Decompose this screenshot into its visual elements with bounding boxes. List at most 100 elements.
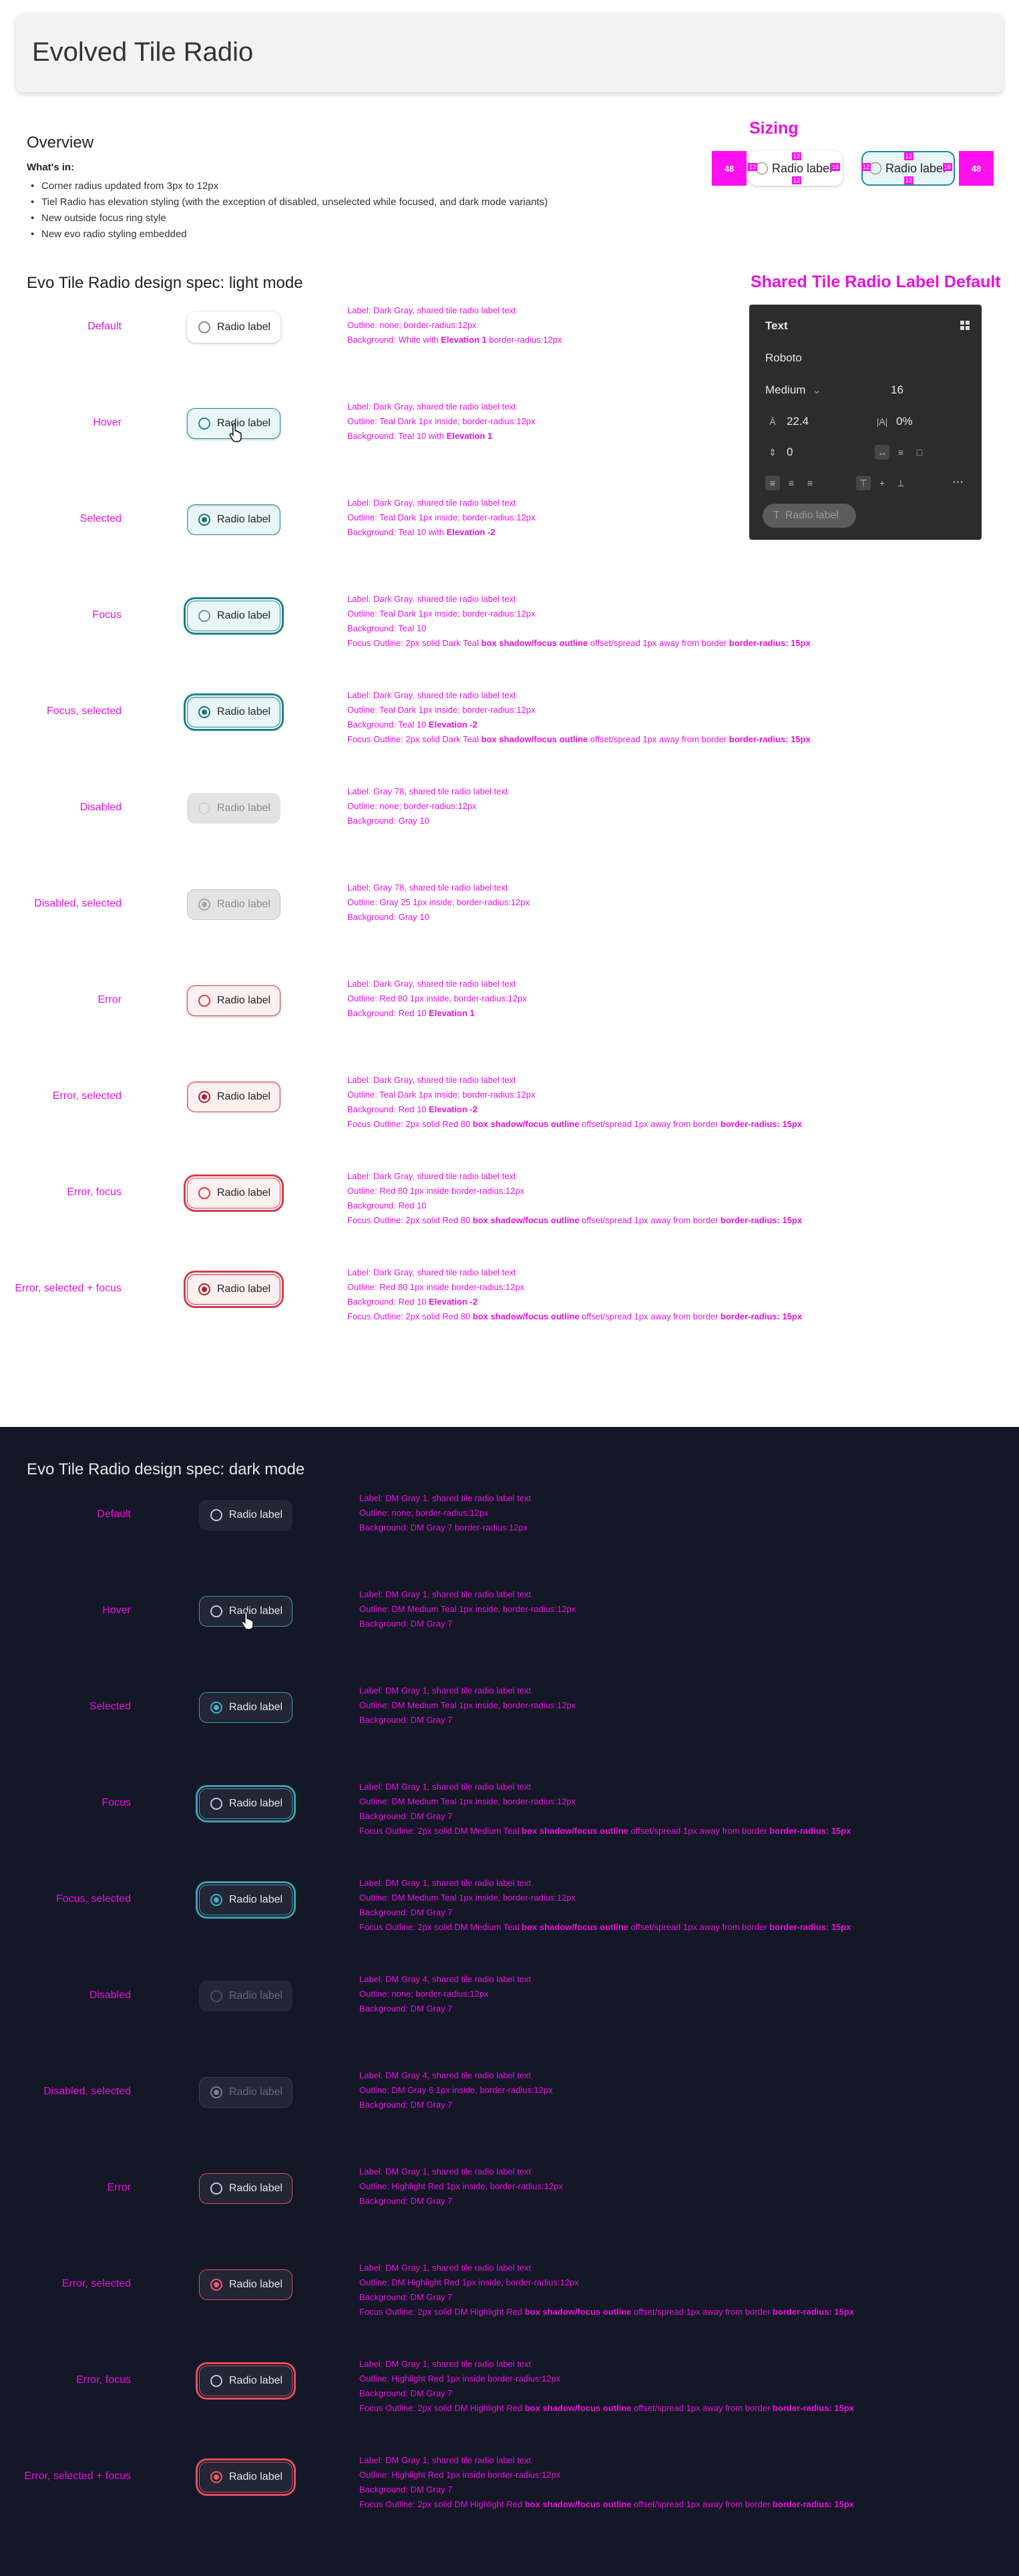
radio-label: Radio label [217,610,271,621]
radio-tile[interactable]: Radio label [199,2269,292,2300]
radio-tile[interactable]: Radio label [199,1692,292,1723]
spec-annotation: Label: DM Gray 1, shared tile radio labe… [359,2164,563,2209]
radio-circle-icon [198,706,210,718]
align-middle-icon[interactable]: + [879,478,885,488]
radio-tile[interactable]: Radio label [199,1885,292,1915]
radio-circle-icon [869,162,881,174]
align-top-icon[interactable]: ⊤ [856,476,871,490]
radio-circle-icon [198,321,210,333]
state-label: Selected [79,513,122,524]
radio-tile[interactable]: Radio label [199,1500,292,1531]
font-size-value[interactable]: 16 [891,383,903,396]
spec-line: Background: DM Gray 7 [359,2292,453,2302]
spec-emphasis: Elevation -2 [429,1104,478,1114]
radio-label: Radio label [217,1283,271,1295]
spec-line: Outline: Highlight Red 1px inside border… [359,2374,561,2384]
radio-tile[interactable]: Radio label [187,312,280,343]
overview-section: Overview What's in: Corner radius update… [27,134,548,243]
radio-tile[interactable]: Radio label [199,2077,292,2108]
radio-tile[interactable]: Radio label [187,697,280,728]
letter-spacing-field[interactable]: |A| 0% [875,414,913,429]
state-label: Default [97,1508,131,1520]
radio-tile[interactable]: Radio label [199,2173,292,2204]
align-bottom-icon[interactable]: ⊥ [896,477,905,488]
auto-height-icon[interactable]: ≡ [897,447,904,458]
radio-tile[interactable]: Radio label [187,1178,280,1209]
radio-circle-icon [198,1187,210,1199]
state-label: Focus [101,1797,131,1808]
radio-tile[interactable]: Radio label [187,985,280,1016]
chevron-down-icon: ⌄ [812,385,821,396]
spec-line: Label: Dark Gray, shared tile radio labe… [347,1075,516,1085]
state-label: Disabled [79,802,122,813]
radio-dot-icon [214,2474,219,2480]
page-title: Evolved Tile Radio [32,37,254,67]
spec-line: Label: Dark Gray, shared tile radio labe… [347,690,516,700]
spec-emphasis: border-radius: 15px [772,2499,855,2509]
radio-circle-icon [198,418,210,430]
line-height-field[interactable]: Ā 22.4 [765,414,809,429]
font-weight-select[interactable]: Medium ⌄ [765,383,821,397]
overview-item: Tiel Radio has elevation styling (with t… [27,194,548,210]
spec-annotation: Label: Dark Gray, shared tile radio labe… [347,1073,802,1132]
align-right-icon[interactable]: ≡ [807,478,813,488]
spec-emphasis: box shadow/focus outline [481,638,590,648]
radio-tile[interactable]: Radio label [199,2366,292,2396]
font-family-value[interactable]: Roboto [765,351,802,364]
align-center-icon[interactable]: ≡ [788,478,795,488]
spec-emphasis: Elevation 1 [446,431,493,441]
spec-line: Label: DM Gray 1, shared tile radio labe… [359,2263,532,2273]
align-left-icon[interactable]: ≡ [765,476,780,490]
spec-emphasis: border-radius: 15px [721,1215,803,1225]
spec-line: Background: DM Gray 7 [359,2196,453,2206]
spec-line: Background: White with Elevation 1 borde… [347,335,562,345]
radio-dot-icon [214,1705,219,1710]
line-height-value: 22.4 [787,415,809,428]
resize-controls: ↔ ≡ □ [875,445,927,460]
overview-item: Corner radius updated from 3px to 12px [27,178,548,194]
auto-width-icon[interactable]: ↔ [875,445,889,460]
state-label: Error, selected [52,1090,122,1102]
radio-tile[interactable]: Radio label [199,1981,292,2011]
radio-tile[interactable]: Radio label [199,1788,292,1819]
radio-label: Radio label [229,2375,283,2386]
spec-line: Focus Outline: 2px solid Red 80 box shad… [347,1311,803,1321]
radio-tile[interactable]: Radio label [199,2462,292,2492]
radio-circle-icon [210,1798,222,1810]
radio-circle-icon [198,802,210,814]
spec-annotation: Label: DM Gray 1, shared tile radio labe… [359,1683,576,1728]
hand-cursor-icon [228,422,246,442]
spec-line: Label: Dark Gray, shared tile radio labe… [347,979,516,989]
spec-line: Background: Gray 10 [347,912,429,922]
spec-line: Focus Outline: 2px solid DM Medium Teal … [359,1922,851,1932]
spec-line: Label: Dark Gray, shared tile radio labe… [347,1171,516,1181]
spec-line: Background: Teal 10 with Elevation -2 [347,527,495,537]
state-label: Error, selected [61,2278,131,2289]
spec-line: Outline: Red 80 1px inside border-radius… [347,1186,525,1196]
spec-line: Focus Outline: 2px solid DM Highlight Re… [359,2307,855,2317]
fixed-size-icon[interactable]: □ [916,447,923,458]
spec-line: Background: DM Gray 7 [359,1715,453,1725]
radio-tile[interactable]: Radio label [187,889,280,920]
radio-tile[interactable]: Radio label [187,1274,280,1305]
spec-line: Focus Outline: 2px solid Dark Teal box s… [347,734,811,744]
spec-line: Outline: none; border-radius:12px [359,1989,489,1999]
radio-tile[interactable]: Radio label [187,504,280,535]
grid-icon[interactable] [960,321,970,330]
spec-line: Background: Red 10 Elevation -2 [347,1104,478,1114]
radio-dot-icon [202,1094,207,1100]
sizing-tag: 12 [904,176,914,184]
state-label: Focus, selected [46,705,122,717]
paragraph-spacing-field[interactable]: ⇕ 0 [765,445,793,460]
spec-annotation: Label: DM Gray 1, shared tile radio labe… [359,2261,854,2319]
radio-tile[interactable]: Radio label [187,1082,280,1112]
sizing-tag: 12 [904,152,914,160]
spec-line: Background: Red 10 Elevation -2 [347,1297,478,1307]
radio-tile[interactable]: Radio label [187,793,280,824]
spec-line: Outline: DM Gray 6 1px inside, border-ra… [359,2085,553,2095]
radio-dot-icon [214,2090,219,2095]
more-options-icon[interactable]: ⋯ [952,476,964,488]
radio-tile[interactable]: Radio label [187,601,280,631]
spec-line: Outline: Teal Dark 1px inside; border-ra… [347,1090,536,1100]
spec-emphasis: box shadow/focus outline [522,1826,631,1836]
